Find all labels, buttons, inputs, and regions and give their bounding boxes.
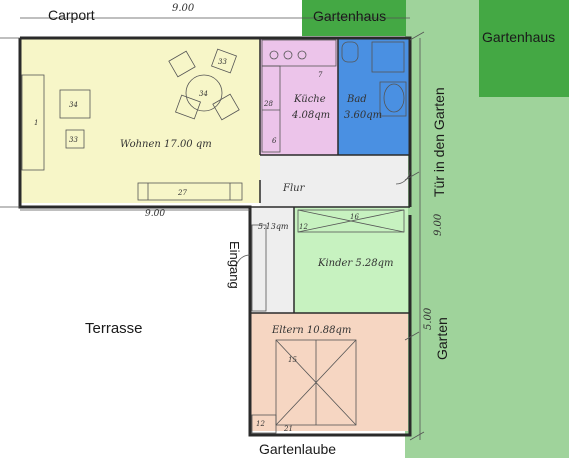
furniture-number: 12	[299, 223, 308, 231]
furniture-number: 15	[288, 356, 297, 364]
gartenhaus-top-label: Gartenhaus	[313, 8, 386, 24]
room-bad	[338, 38, 410, 155]
furniture-number: 6	[272, 137, 277, 145]
garten-label: Garten	[434, 317, 450, 360]
bad-area-label: 3.60qm	[344, 110, 382, 121]
flur-label: Flur	[282, 183, 306, 194]
dimension-bottom: 9.00	[145, 209, 165, 219]
flur-area-label: 5.13qm	[258, 222, 289, 231]
furniture-number: 1	[34, 119, 38, 127]
eingang-label: Eingang	[227, 241, 242, 289]
room-kinder	[294, 207, 408, 313]
dimension-right-length: 9.00	[433, 213, 444, 236]
furniture-number: 12	[256, 420, 265, 428]
bedroom-furniture	[251, 209, 405, 434]
furniture-number: 28	[263, 100, 273, 108]
gartenhaus-right-block	[479, 0, 569, 97]
eltern-label: Eltern 10.88qm	[271, 325, 351, 336]
walls	[0, 36, 412, 437]
wohnen-furniture	[21, 48, 243, 201]
bad-fixtures	[341, 41, 407, 117]
tuer-garten-label: Tür in den Garten	[431, 87, 447, 197]
carport-label: Carport	[48, 7, 95, 23]
dimension-lines	[20, 17, 425, 441]
furniture-number: 34	[199, 90, 208, 98]
dimension-top: 9.00	[172, 3, 195, 14]
furniture-number: 33	[69, 136, 78, 144]
kinder-label: Kinder 5.28qm	[317, 258, 394, 269]
wohnen-label: Wohnen 17.00 qm	[120, 139, 212, 150]
gartenhaus-right-label: Gartenhaus	[482, 29, 555, 45]
kueche-area-label: 4.08qm	[291, 110, 330, 121]
terrasse-label: Terrasse	[85, 320, 143, 337]
doors	[235, 169, 411, 271]
kueche-label: Küche	[293, 94, 326, 105]
furniture-number: 34	[69, 101, 78, 109]
furniture-number: 21	[283, 425, 293, 433]
room-flur	[260, 155, 408, 207]
dimension-right-depth: 5.00	[423, 307, 434, 330]
kueche-furniture	[261, 39, 337, 153]
bad-label: Bad	[346, 94, 367, 105]
room-wohnen	[20, 38, 260, 203]
furniture-number: 27	[177, 189, 187, 197]
furniture-number: 33	[218, 58, 227, 66]
furniture-number: 7	[318, 71, 323, 79]
furniture-number: 16	[350, 213, 359, 221]
gartenlaube-label: Gartenlaube	[259, 441, 336, 457]
